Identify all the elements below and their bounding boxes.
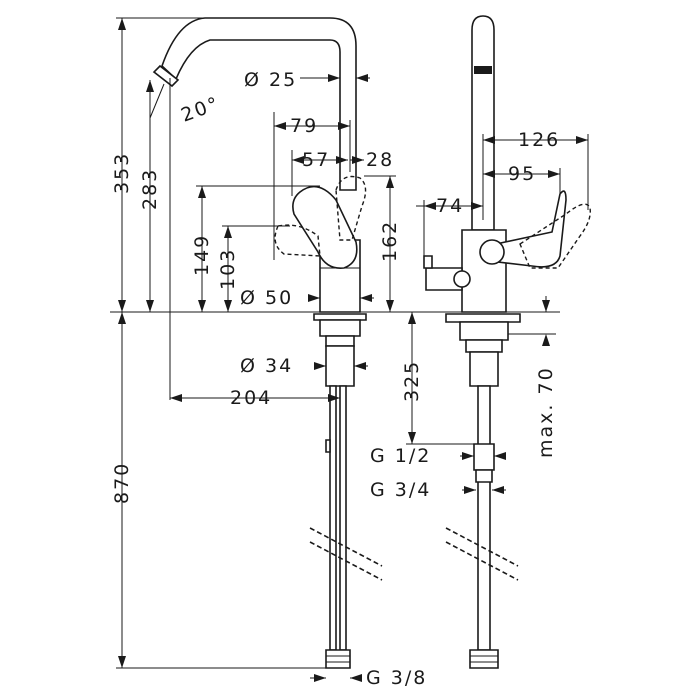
dim-reach-74: 74 xyxy=(436,195,464,217)
dim-reach-126: 126 xyxy=(518,129,560,151)
cut-marks-left xyxy=(309,527,383,581)
dim-spout-angle: 20° xyxy=(178,92,223,126)
dim-depth-325: 325 xyxy=(401,360,423,402)
side-view-faucet xyxy=(152,17,367,669)
dim-reach-95: 95 xyxy=(508,163,536,185)
dim-reach-79: 79 xyxy=(290,115,318,137)
hose-end-fitting-front xyxy=(469,649,499,669)
dim-thread-half: G 1/2 xyxy=(370,445,431,467)
dim-shank-diameter: Ø 34 xyxy=(240,355,293,377)
dim-hose-length: 870 xyxy=(111,462,133,504)
supply-hose-right xyxy=(339,385,347,651)
supply-hose-left xyxy=(329,385,337,651)
lever-handle xyxy=(292,185,358,269)
base-flange xyxy=(313,313,367,321)
spout-tube xyxy=(161,17,357,191)
dim-height-149: 149 xyxy=(191,234,213,276)
dim-spout-height: 283 xyxy=(139,168,161,210)
dim-height-103: 103 xyxy=(217,248,239,290)
dim-thread-three-eighth: G 3/8 xyxy=(366,667,427,689)
dim-spout-diameter: Ø 25 xyxy=(244,69,297,91)
mounting-shank-front xyxy=(469,351,499,387)
side-valve-knob xyxy=(425,267,463,291)
dimension-labels: 353 283 20° Ø 25 79 57 28 149 103 162 Ø … xyxy=(111,69,560,689)
lever-alt-position-left xyxy=(274,224,321,257)
supply-hose-front xyxy=(477,385,491,651)
dim-base-diameter: Ø 50 xyxy=(240,287,293,309)
dim-height-162: 162 xyxy=(379,220,401,262)
base-flange-front xyxy=(445,313,521,323)
hose-end-fitting xyxy=(325,649,351,669)
dim-lever-28: 28 xyxy=(366,149,394,171)
mounting-shank xyxy=(325,345,355,387)
aerator xyxy=(152,64,180,88)
front-view-faucet xyxy=(423,15,591,669)
dim-lever-57: 57 xyxy=(302,149,330,171)
dim-thread-three-quarter: G 3/4 xyxy=(370,479,431,501)
lever-front xyxy=(495,190,567,268)
dimension-lines xyxy=(116,17,589,682)
dim-max-70: max. 70 xyxy=(535,366,557,458)
cut-marks-right xyxy=(445,527,519,581)
dim-reach-204: 204 xyxy=(230,387,272,409)
lever-front-alt xyxy=(519,203,591,269)
dim-total-height: 353 xyxy=(111,152,133,194)
aerator-front xyxy=(474,66,492,74)
